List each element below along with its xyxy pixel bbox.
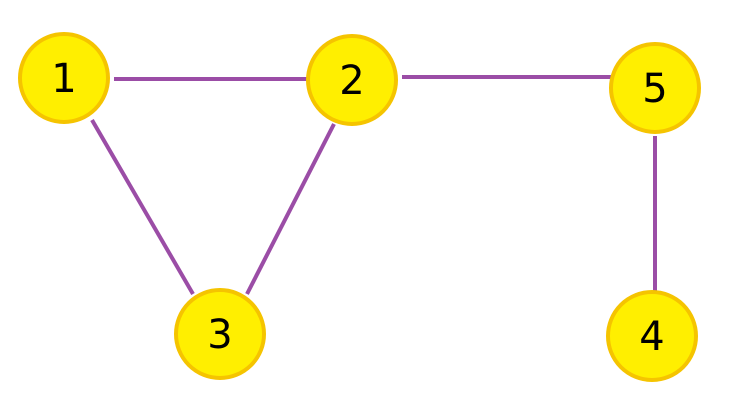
node-4: 4	[606, 290, 698, 382]
node-label-2: 2	[339, 58, 364, 104]
node-label-5: 5	[642, 66, 667, 112]
node-label-4: 4	[639, 314, 664, 360]
edges-layer	[90, 75, 657, 296]
node-5: 5	[609, 42, 701, 134]
node-3: 3	[174, 288, 266, 380]
edge-2-3	[245, 123, 336, 295]
node-2: 2	[306, 34, 398, 126]
node-circle-1	[18, 32, 110, 124]
node-circle-4	[606, 290, 698, 382]
node-circle-2	[306, 34, 398, 126]
node-circle-5	[609, 42, 701, 134]
node-circle-3	[174, 288, 266, 380]
nodes-layer: 1 2 3 4 5	[18, 32, 701, 382]
node-label-3: 3	[207, 312, 232, 358]
node-1: 1	[18, 32, 110, 124]
node-label-1: 1	[51, 56, 76, 102]
edge-1-3	[90, 118, 195, 296]
